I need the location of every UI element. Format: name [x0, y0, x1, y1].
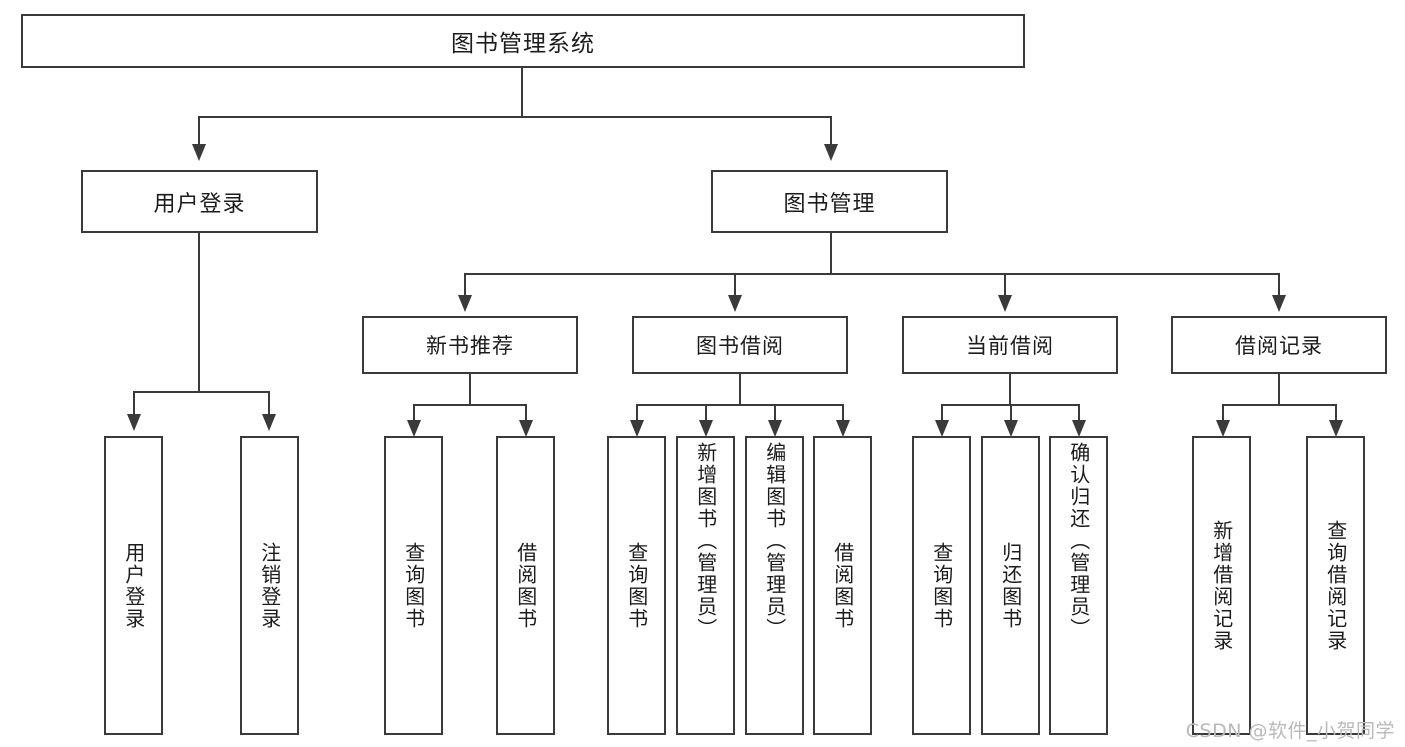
node-current-borrow[interactable]: 当前借阅	[902, 316, 1118, 374]
leaf-book-borrow-edit-book-admin[interactable]: 编辑图书（管理员）	[745, 436, 804, 735]
node-label: 图书管理系统	[451, 31, 595, 57]
leaf-borrow-record-add-record[interactable]: 新增借阅记录	[1192, 436, 1251, 735]
arrowhead-new-book-leaf-2	[518, 420, 533, 437]
connector-root-to-user-login	[198, 116, 201, 146]
connector-root-stem	[521, 68, 524, 118]
arrowhead-bm-to-borrow-record	[1271, 295, 1286, 312]
connector-bm-to-book-borrow	[734, 273, 737, 297]
leaf-label: 确认归还（管理员）	[1066, 442, 1091, 640]
leaf-user-login-logout[interactable]: 注销登录	[240, 436, 299, 735]
arrowhead-user-login-leaf-2	[261, 414, 276, 431]
leaf-new-book-borrow-book[interactable]: 借阅图书	[496, 436, 555, 735]
node-label: 图书借阅	[696, 334, 784, 358]
arrowhead-root-to-user-login	[191, 144, 206, 161]
arrowhead-book-borrow-leaf-3	[767, 420, 782, 437]
connector-book-borrow-leaf-2	[705, 404, 708, 423]
arrowhead-current-borrow-leaf-1	[934, 420, 949, 437]
arrowhead-borrow-record-leaf-1	[1215, 420, 1230, 437]
leaf-book-borrow-add-book-admin[interactable]: 新增图书（管理员）	[676, 436, 735, 735]
connector-book-borrow-leaf-4	[842, 404, 845, 423]
node-book-management[interactable]: 图书管理	[711, 170, 948, 233]
connector-borrow-record-leaf-2	[1335, 404, 1338, 423]
arrowhead-bm-to-current-borrow	[997, 295, 1012, 312]
connector-bm-to-new-book	[464, 273, 467, 297]
connector-bm-to-current-borrow	[1004, 273, 1007, 297]
leaf-label: 借阅图书	[513, 541, 538, 630]
arrowhead-new-book-leaf-1	[406, 420, 421, 437]
arrowhead-root-to-book-management	[823, 144, 838, 161]
leaf-label: 注销登录	[257, 541, 282, 630]
leaf-label: 查询图书	[624, 541, 649, 630]
connector-current-borrow-leaf-1	[941, 404, 944, 423]
leaf-user-login-login[interactable]: 用户登录	[104, 436, 163, 735]
leaf-book-borrow-query-book[interactable]: 查询图书	[607, 436, 666, 735]
arrowhead-book-borrow-leaf-1	[629, 420, 644, 437]
leaf-label: 用户登录	[121, 541, 146, 630]
connector-current-borrow-leaf-3	[1078, 404, 1081, 423]
connector-user-login-leaf-2	[268, 391, 271, 416]
arrowhead-current-borrow-leaf-3	[1071, 420, 1086, 437]
node-borrow-record[interactable]: 借阅记录	[1171, 316, 1387, 374]
arrowhead-bm-to-book-borrow	[727, 295, 742, 312]
node-new-book-recommend[interactable]: 新书推荐	[362, 316, 578, 374]
leaf-new-book-query-book[interactable]: 查询图书	[384, 436, 443, 735]
leaf-label: 查询借阅记录	[1323, 519, 1348, 652]
arrowhead-book-borrow-leaf-4	[835, 420, 850, 437]
connector-borrow-record-stem	[1278, 374, 1281, 406]
node-user-login[interactable]: 用户登录	[81, 170, 318, 233]
connector-new-book-bar	[413, 404, 527, 407]
leaf-current-borrow-return-book[interactable]: 归还图书	[981, 436, 1040, 735]
arrowhead-borrow-record-leaf-2	[1328, 420, 1343, 437]
connector-book-borrow-stem	[739, 374, 742, 406]
arrowhead-current-borrow-leaf-2	[1003, 420, 1018, 437]
node-label: 用户登录	[153, 191, 246, 217]
leaf-label: 查询图书	[401, 541, 426, 630]
connector-root-bar	[198, 116, 832, 119]
connector-user-login-bar	[133, 391, 270, 394]
leaf-label: 借阅图书	[830, 541, 855, 630]
connector-user-login-leaf-1	[133, 391, 136, 416]
leaf-label: 查询图书	[929, 541, 954, 630]
connector-book-borrow-leaf-3	[774, 404, 777, 423]
connector-book-borrow-leaf-1	[636, 404, 639, 423]
node-label: 当前借阅	[966, 334, 1054, 358]
node-label: 借阅记录	[1235, 334, 1323, 358]
leaf-label: 编辑图书（管理员）	[762, 442, 787, 640]
arrowhead-user-login-leaf-1	[126, 414, 141, 431]
csdn-watermark: CSDN @软件_小贺同学	[1185, 720, 1395, 742]
connector-current-borrow-stem	[1009, 374, 1012, 406]
connector-root-to-book-management	[830, 116, 833, 146]
leaf-borrow-record-query-record[interactable]: 查询借阅记录	[1306, 436, 1365, 735]
connector-book-management-bar	[464, 273, 1280, 276]
node-label: 图书管理	[783, 191, 876, 217]
leaf-label: 新增借阅记录	[1209, 519, 1234, 652]
connector-new-book-leaf-2	[525, 404, 528, 423]
connector-borrow-record-bar	[1222, 404, 1337, 407]
connector-user-login-stem	[198, 233, 201, 393]
leaf-label: 新增图书（管理员）	[693, 442, 718, 640]
connector-current-borrow-leaf-2	[1010, 404, 1013, 423]
node-root-book-management-system[interactable]: 图书管理系统	[21, 14, 1025, 68]
leaf-current-borrow-confirm-return-admin[interactable]: 确认归还（管理员）	[1049, 436, 1108, 735]
connector-new-book-stem	[469, 374, 472, 406]
leaf-book-borrow-borrow-book[interactable]: 借阅图书	[813, 436, 872, 735]
connector-bm-to-borrow-record	[1278, 273, 1281, 297]
connector-book-borrow-bar	[636, 404, 844, 407]
leaf-current-borrow-query-book[interactable]: 查询图书	[912, 436, 971, 735]
node-label: 新书推荐	[426, 334, 514, 358]
connector-new-book-leaf-1	[413, 404, 416, 423]
leaf-label: 归还图书	[998, 541, 1023, 630]
connector-book-management-stem	[830, 233, 833, 275]
arrowhead-bm-to-new-book	[457, 295, 472, 312]
arrowhead-book-borrow-leaf-2	[698, 420, 713, 437]
connector-borrow-record-leaf-1	[1222, 404, 1225, 423]
node-book-borrow[interactable]: 图书借阅	[632, 316, 848, 374]
